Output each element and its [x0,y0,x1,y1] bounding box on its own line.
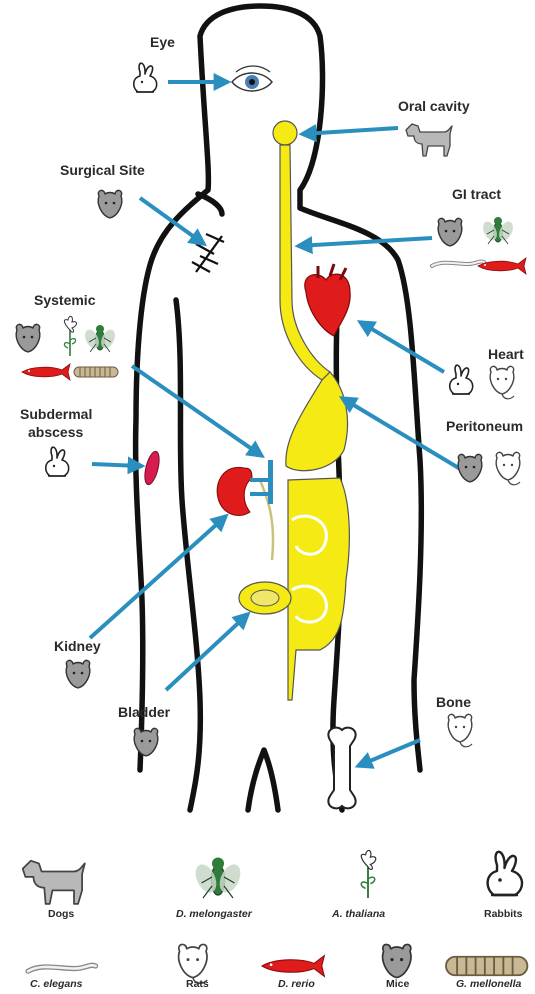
legend-rabbits: Rabbits [484,908,523,920]
label-systemic: Systemic [34,292,95,308]
digestive-tract [239,121,349,700]
legend-dogs: Dogs [48,908,74,920]
dog-icon [406,124,452,156]
mouse-icon [383,944,411,977]
rabbit-icon [488,852,522,895]
rat-icon [496,452,520,484]
arrow-subdermal [92,464,142,466]
rabbit-icon [450,365,473,394]
legend-galleria: G. mellonella [456,978,521,990]
arrow-bone [358,740,420,766]
arrow-bladder [166,614,248,690]
label-surgical-site: Surgical Site [60,162,145,178]
fly-icon [82,325,117,352]
larva-icon [446,957,527,976]
abscess-icon [142,450,162,486]
label-heart: Heart [488,346,524,362]
larva-icon [74,367,118,377]
nematode-icon [28,965,96,971]
label-gi-tract: GI tract [452,186,501,202]
dog-icon [23,861,85,904]
plant-icon [361,850,376,898]
heart-icon [305,264,350,336]
zebrafish-icon [22,364,70,380]
arrow-systemic [132,366,262,456]
mouse-icon [458,454,482,482]
kidney-icon [217,467,252,515]
label-kidney: Kidney [54,638,101,654]
label-subdermal: Subdermal [20,406,92,422]
arrow-peritoneum [342,398,462,470]
mouse-icon [134,728,158,756]
arrow-heart [360,322,444,372]
arrow-kidney [90,516,226,638]
rat-icon [448,714,472,746]
arrow-gi-tract [298,238,432,246]
eye-icon [232,66,272,91]
arrows [90,82,462,766]
rabbit-icon [134,63,157,92]
fly-icon [480,217,515,244]
nematode-icon [432,261,484,266]
legend-elegans: C. elegans [30,978,83,990]
legend-icons [23,850,528,983]
zebrafish-icon [262,956,324,977]
mouse-icon [98,190,122,218]
legend-drosophila: D. melongaster [176,908,252,920]
plant-icon [64,316,76,356]
label-bladder: Bladder [118,704,170,720]
label-abscess: abscess [28,424,83,440]
label-peritoneum: Peritoneum [446,418,523,434]
legend-zebrafish: D. rerio [278,978,315,990]
label-eye: Eye [150,34,175,50]
mouse-icon [438,218,462,246]
legend-mice: Mice [386,978,409,990]
mouse-icon [16,324,40,352]
rat-icon [490,366,514,398]
mouse-icon [66,660,90,688]
label-bone: Bone [436,694,471,710]
legend-rats: Rats [186,978,209,990]
label-oral-cavity: Oral cavity [398,98,470,114]
fly-icon [192,858,245,899]
legend-arabidopsis: A. thaliana [332,908,385,920]
rabbit-icon [46,447,69,476]
